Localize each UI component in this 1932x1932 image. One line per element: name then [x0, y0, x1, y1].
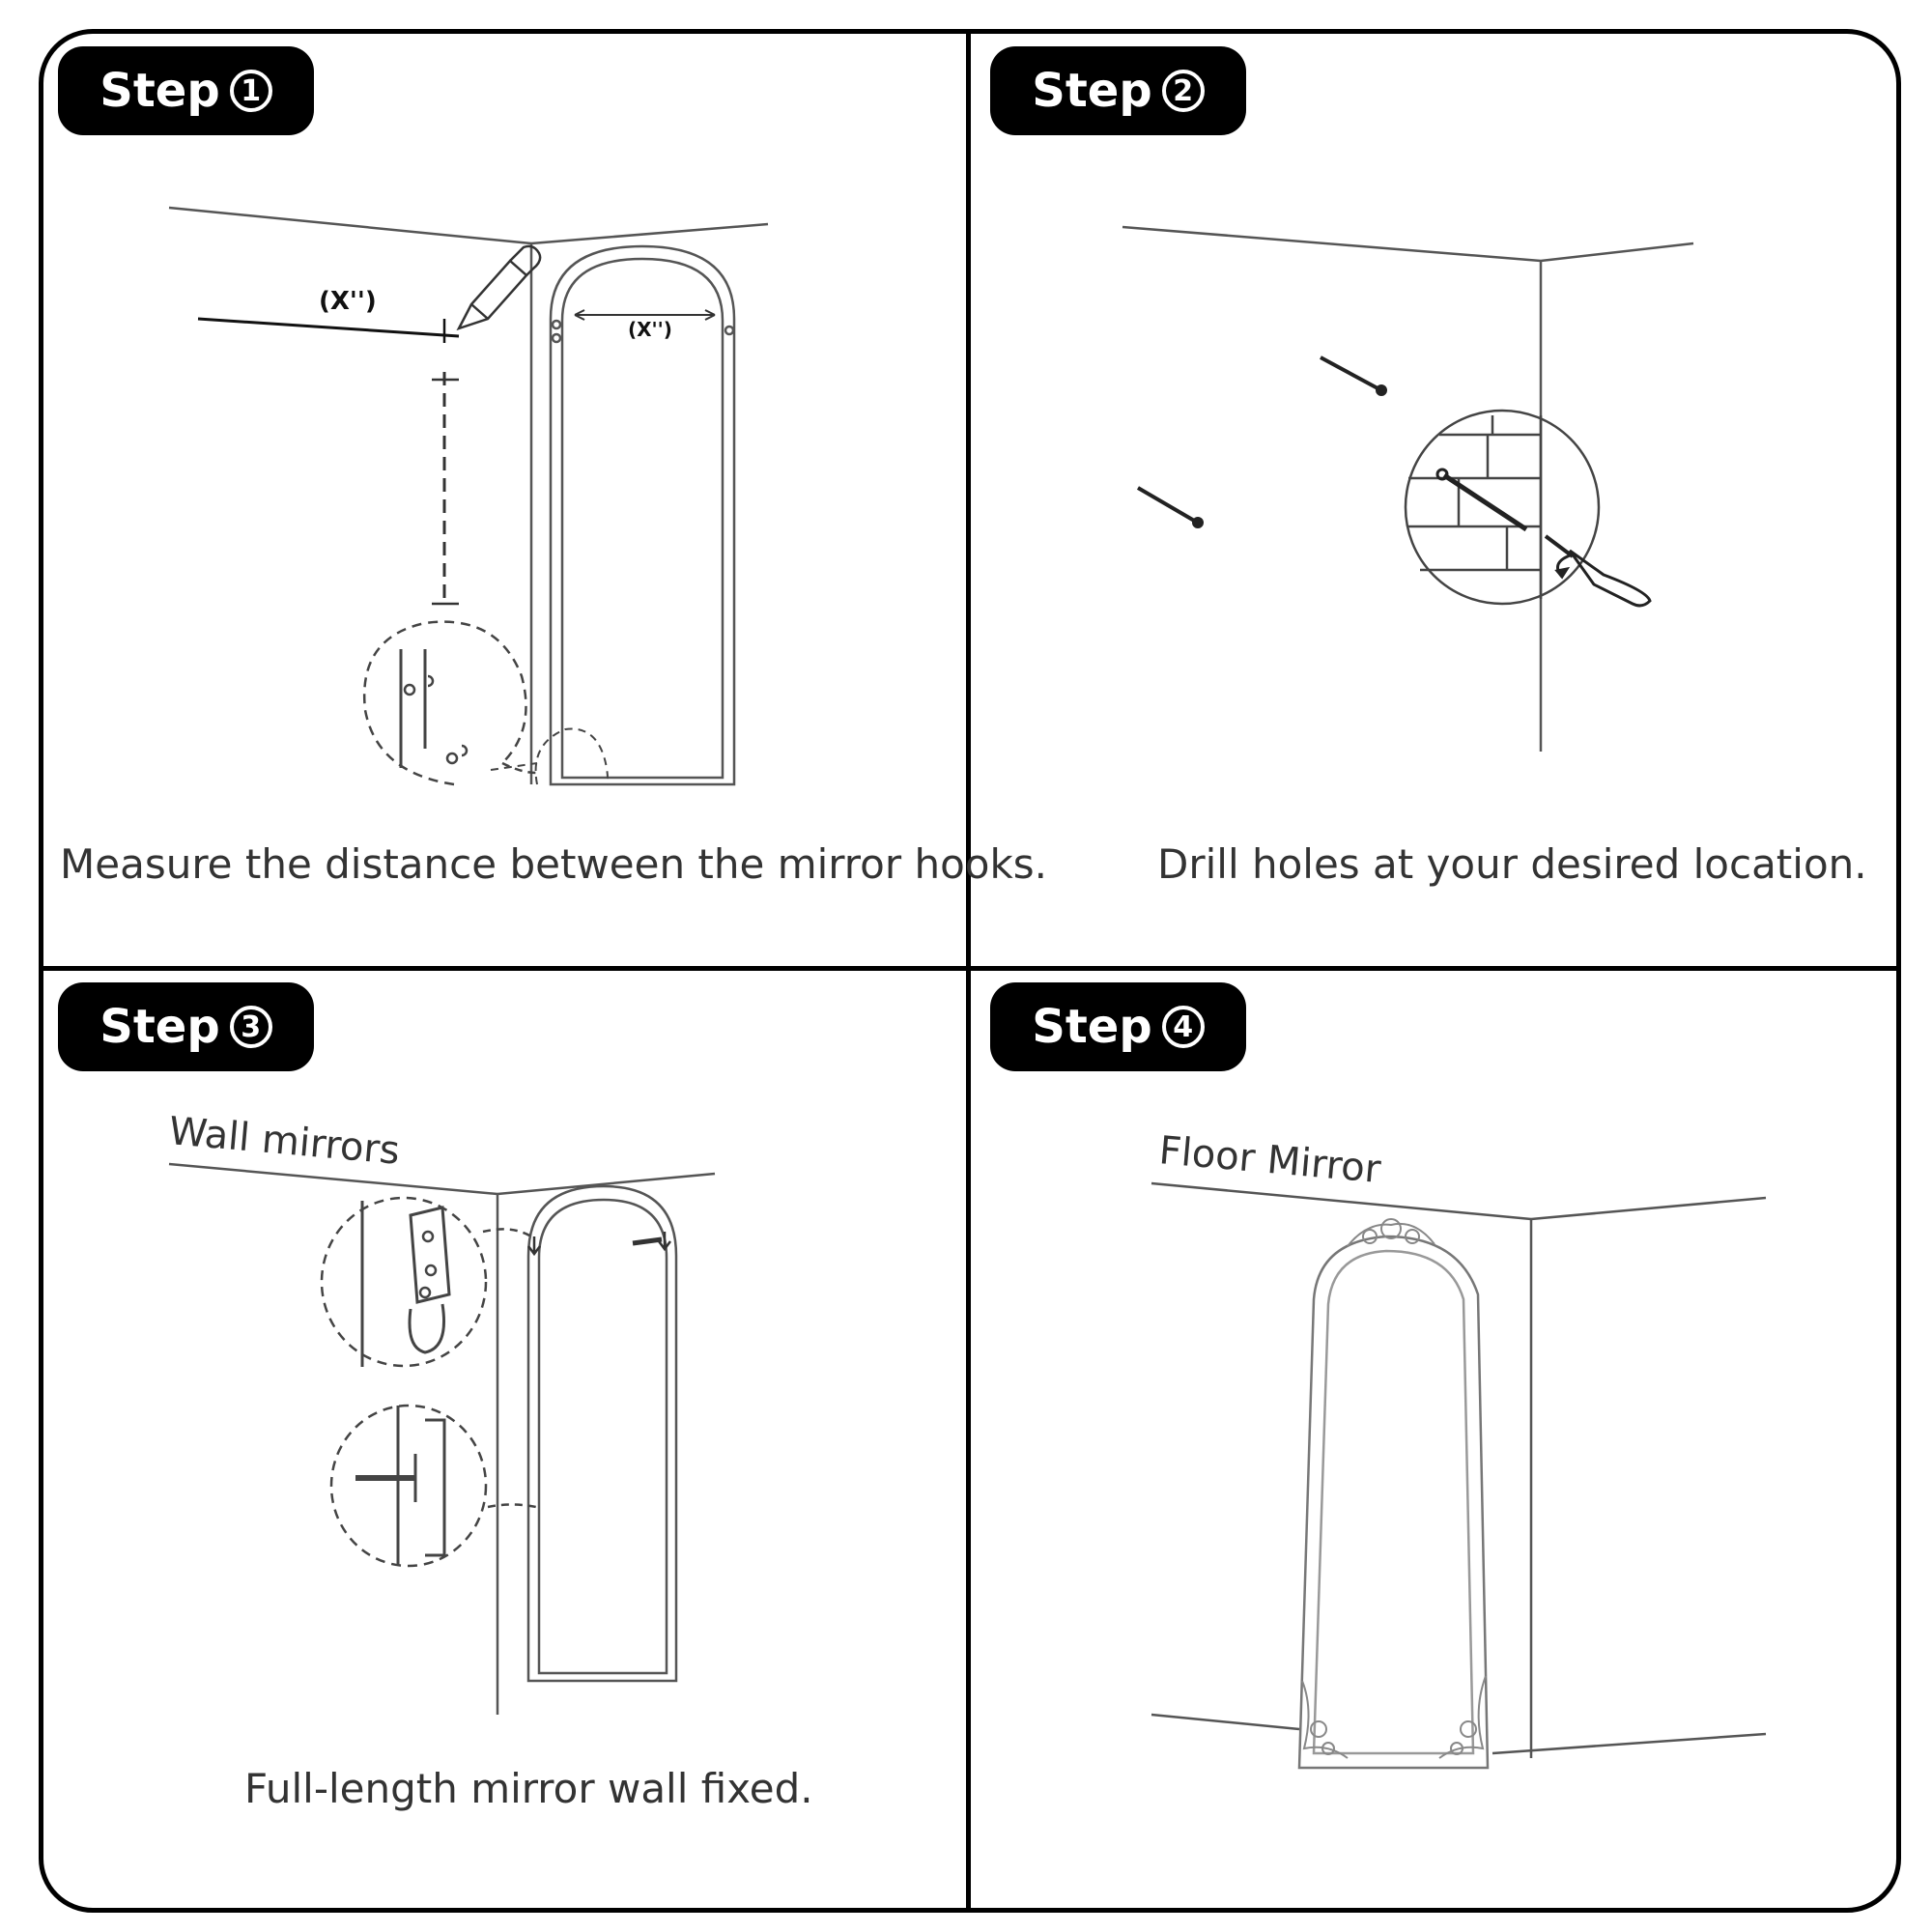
step-3-caption: Full-length mirror wall fixed.: [244, 1765, 813, 1812]
step-2-label: Step: [1032, 64, 1152, 118]
step-1-illustration: [168, 206, 769, 786]
step-2-brick-detail: [1404, 409, 1601, 606]
step-1-dimension-label-wall: (X''): [319, 287, 377, 316]
step-3-mirror-outer: [526, 1184, 678, 1683]
step-1-wall-left-edge: [168, 206, 532, 245]
step-1-hook-left: [551, 319, 562, 330]
step-4-number: 4: [1161, 1006, 1205, 1048]
step-3-mirror-inner: [537, 1198, 668, 1675]
step-4-mirror-inner: [1312, 1249, 1475, 1755]
step-2-screwdriver-icon: [1435, 468, 1652, 608]
step-4-label: Step: [1032, 1000, 1152, 1054]
step-4-wall-left-edge: [1151, 1181, 1532, 1221]
step-2-badge: Step 2: [990, 46, 1246, 135]
step-3-badge: Step 3: [58, 982, 314, 1071]
step-2-anchor-icon: [1136, 355, 1387, 528]
step-1-number: 1: [229, 70, 272, 112]
step-4-wall-right-edge: [1530, 1196, 1767, 1221]
step-1-wall-right-edge: [530, 222, 769, 245]
step-1-badge: Step 1: [58, 46, 314, 135]
step-2-number: 2: [1161, 70, 1205, 112]
step-4-illustration: [1151, 1181, 1767, 1770]
step-1-dimension-label-mirror: (X''): [628, 318, 672, 341]
step-1-mirror-outer: [549, 244, 736, 786]
step-4-badge: Step 4: [990, 982, 1246, 1071]
panel-divider-horizontal: [39, 966, 1901, 971]
step-1-caption: Measure the distance between the mirror …: [60, 840, 1048, 888]
step-4-ornament-crest: [1347, 1218, 1435, 1247]
step-4-ornament-corner: [1301, 1675, 1487, 1759]
step-3-wall-left-edge: [168, 1162, 498, 1196]
step-2-illustration: [1122, 225, 1694, 752]
step-2-wall-left-edge: [1122, 225, 1542, 263]
step-2-wall-right-edge: [1540, 242, 1694, 263]
step-1-detail-callout: [362, 620, 527, 786]
step-1-mirror-inner: [560, 257, 724, 780]
step-1-pencil-icon: [456, 244, 542, 331]
step-3-hanger-detail: [320, 1196, 532, 1368]
step-3-label: Step: [99, 1000, 220, 1054]
step-3-illustration: [168, 1162, 716, 1715]
step-1-hook-right: [724, 325, 735, 336]
panel-divider-vertical: [966, 29, 971, 1913]
step-3-screw-detail: [329, 1404, 537, 1568]
step-4-floor-left-edge: [1151, 1713, 1300, 1731]
step-2-caption: Drill holes at your desired location.: [1157, 840, 1867, 888]
step-4-floor-right-edge: [1492, 1732, 1767, 1755]
step-1-measure-line: [197, 317, 460, 338]
step-3-wall-right-edge: [497, 1172, 716, 1196]
step-1-label: Step: [99, 64, 220, 118]
step-3-number: 3: [229, 1006, 272, 1048]
